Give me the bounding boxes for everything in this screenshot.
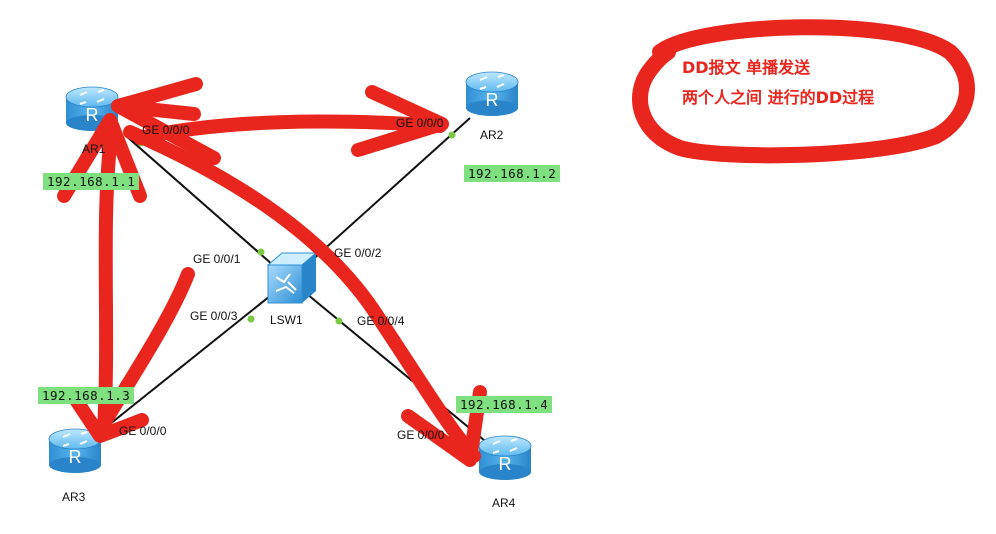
router-ar1-name: AR1 xyxy=(82,142,106,156)
port-label-lsw1-p3: GE 0/0/3 xyxy=(190,309,238,323)
ip-label-ar1: 192.168.1.1 xyxy=(43,173,140,190)
router-ar4-name: AR4 xyxy=(492,496,516,510)
switch-lsw1[interactable] xyxy=(266,252,318,304)
svg-text:R: R xyxy=(486,90,499,110)
port-label-ar2: GE 0/0/0 xyxy=(396,116,444,130)
ip-label-ar4: 192.168.1.4 xyxy=(456,396,553,413)
port-label-ar1: GE 0/0/0 xyxy=(142,123,190,137)
port-dot-lsw1-p3 xyxy=(247,315,255,323)
link-ar3-lsw1 xyxy=(89,279,291,441)
port-dot-lsw1-p4 xyxy=(335,317,343,325)
router-icon: R xyxy=(465,71,519,116)
port-label-ar4: GE 0/0/0 xyxy=(397,428,445,442)
router-ar2-name: AR2 xyxy=(480,128,504,142)
svg-text:R: R xyxy=(499,454,512,474)
router-icon: R xyxy=(478,435,532,480)
router-ar4[interactable]: R xyxy=(478,435,532,480)
scribble-arrowhead-ar4 xyxy=(401,385,487,467)
svg-text:R: R xyxy=(86,105,99,125)
link-ar1-lsw1 xyxy=(124,134,291,281)
scribble-ellipse xyxy=(632,19,975,164)
port-dot-ar2 xyxy=(448,131,456,139)
port-dot-lsw1-p1 xyxy=(257,248,265,256)
svg-text:R: R xyxy=(69,447,82,467)
switch-lsw1-name: LSW1 xyxy=(270,313,303,327)
ip-label-ar3: 192.168.1.3 xyxy=(38,387,135,404)
switch-icon xyxy=(266,252,318,304)
router-ar3[interactable]: R xyxy=(48,428,102,473)
port-label-lsw1-p2: GE 0/0/2 xyxy=(334,246,382,260)
scribble-arrowhead-ar2 xyxy=(351,85,449,157)
annotation-line-1: DD报文 单播发送 xyxy=(682,58,811,77)
ip-label-ar2: 192.168.1.2 xyxy=(464,165,561,182)
scribble-arrow-ar1-ar4 xyxy=(123,125,481,463)
scribble-arrowhead-ar1-left xyxy=(57,113,147,203)
port-label-lsw1-p1: GE 0/0/1 xyxy=(193,252,241,266)
scribble-arrowhead-ar1-top xyxy=(111,77,221,165)
annotation-line-2: 两个人之间 进行的DD过程 xyxy=(682,88,875,107)
port-label-ar3: GE 0/0/0 xyxy=(119,424,167,438)
link-ar4-lsw1 xyxy=(289,279,491,446)
port-label-lsw1-p4: GE 0/0/4 xyxy=(357,314,405,328)
router-ar2[interactable]: R xyxy=(465,71,519,116)
router-ar3-name: AR3 xyxy=(62,490,86,504)
scribble-arrowhead-ar3 xyxy=(69,393,149,443)
router-icon: R xyxy=(48,428,102,473)
scribble-arrow-ar3-up xyxy=(99,267,195,427)
